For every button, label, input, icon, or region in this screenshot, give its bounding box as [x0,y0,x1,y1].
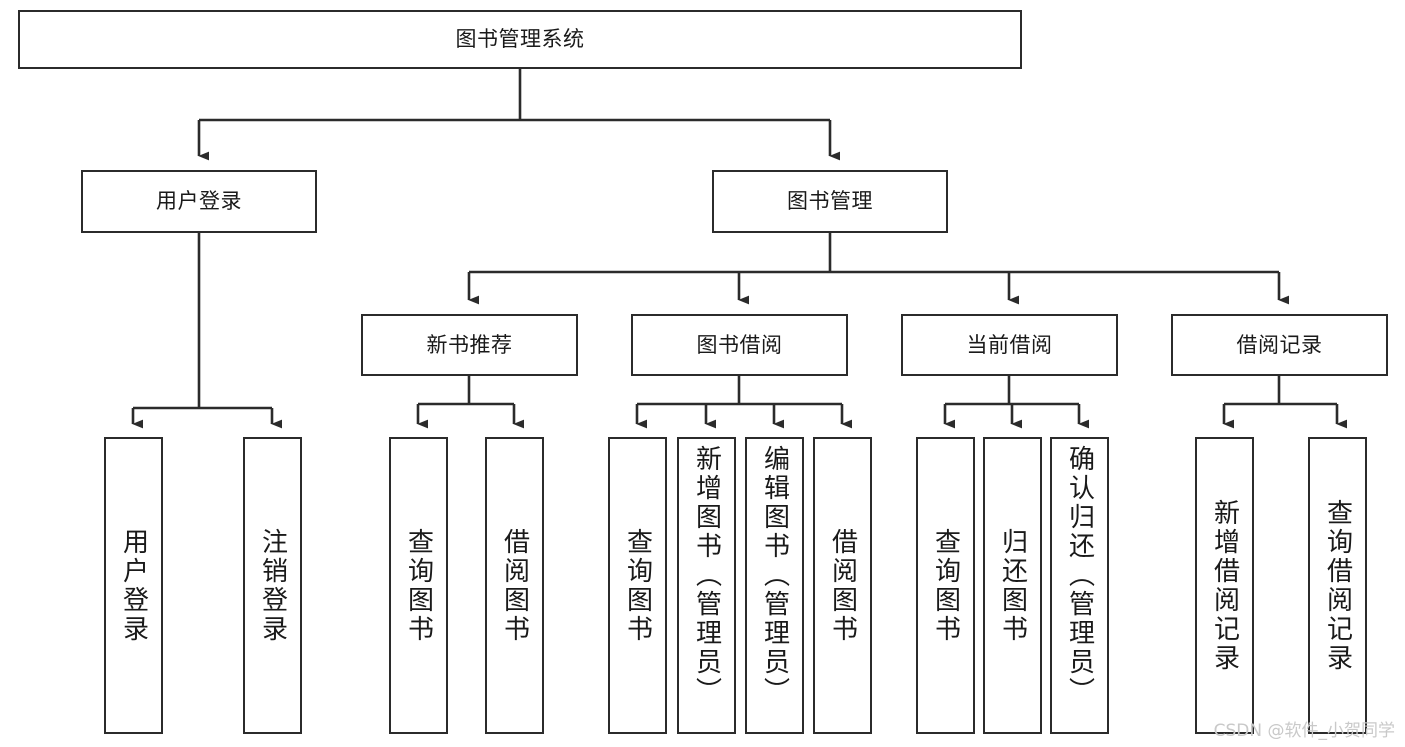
node-borrow-record[interactable]: 借阅记录 [1171,314,1388,376]
leaf-borrow-book[interactable]: 借阅图书 [813,437,872,734]
leaf-return-book[interactable]: 归还图书 [983,437,1042,734]
leaf-query-borrow-record[interactable]: 查询借阅记录 [1308,437,1367,734]
leaf-query-book-current[interactable]: 查询图书 [916,437,975,734]
leaf-logout[interactable]: 注销登录 [243,437,302,734]
node-label: 图书借阅 [696,332,783,357]
node-label: 图书管理系统 [455,27,585,52]
leaf-query-book-recommend[interactable]: 查询图书 [389,437,448,734]
node-current-borrow[interactable]: 当前借阅 [901,314,1118,376]
node-label: 归还图书 [997,527,1028,644]
node-label: 注销登录 [257,527,288,644]
node-label: 新书推荐 [426,332,513,357]
leaf-add-borrow-record[interactable]: 新增借阅记录 [1195,437,1254,734]
node-new-book-recommend[interactable]: 新书推荐 [361,314,578,376]
node-user-login[interactable]: 用户登录 [81,170,317,233]
node-label: 新增借阅记录 [1209,498,1240,673]
leaf-confirm-return-admin[interactable]: 确认归还（管理员） [1050,437,1109,734]
leaf-borrow-book-recommend[interactable]: 借阅图书 [485,437,544,734]
leaf-add-book-admin[interactable]: 新增图书（管理员） [677,437,736,734]
node-label: 借阅图书 [827,527,858,644]
leaf-edit-book-admin[interactable]: 编辑图书（管理员） [745,437,804,734]
node-label: 借阅记录 [1236,332,1323,357]
node-label: 图书管理 [787,189,873,214]
leaf-query-book-borrow[interactable]: 查询图书 [608,437,667,734]
node-label: 借阅图书 [499,527,530,644]
node-label: 编辑图书（管理员） [759,445,790,706]
node-label: 确认归还（管理员） [1064,445,1095,706]
node-label: 查询图书 [403,527,434,644]
leaf-user-login[interactable]: 用户登录 [104,437,163,734]
node-label: 新增图书（管理员） [691,445,722,706]
node-label: 查询图书 [930,527,961,644]
node-label: 用户登录 [156,189,242,214]
node-label: 用户登录 [118,527,149,644]
node-book-borrow[interactable]: 图书借阅 [631,314,848,376]
node-label: 当前借阅 [966,332,1053,357]
node-book-management[interactable]: 图书管理 [712,170,948,233]
node-label: 查询借阅记录 [1322,498,1353,673]
csdn-watermark: CSDN @软件_小贺同学 [1213,721,1395,741]
node-root-book-management-system[interactable]: 图书管理系统 [18,10,1022,69]
node-label: 查询图书 [622,527,653,644]
